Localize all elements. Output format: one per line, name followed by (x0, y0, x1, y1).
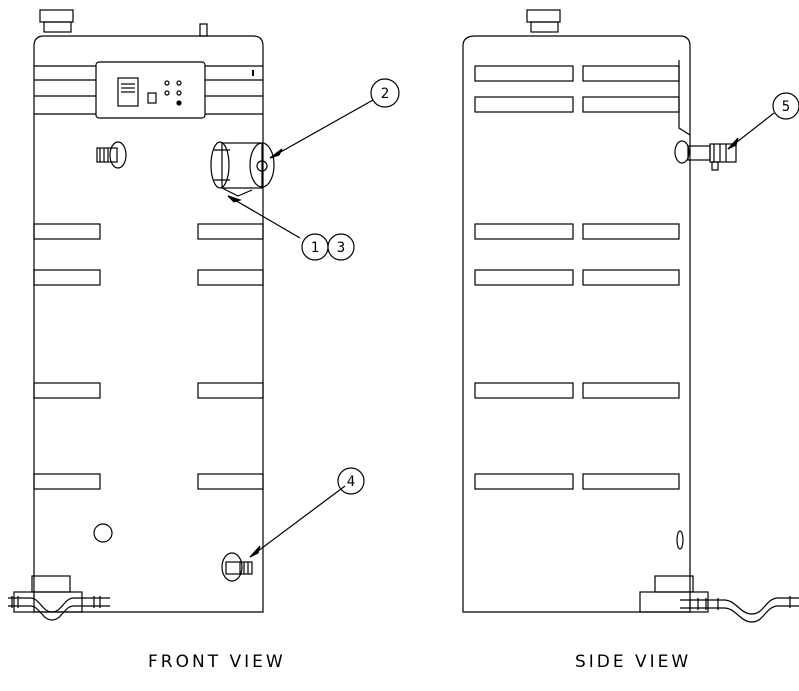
callout-leaders (227, 99, 775, 558)
drain-valve (221, 552, 253, 582)
callout-bubble-4: 4 (337, 467, 365, 495)
front-top-bands (34, 65, 263, 115)
side-top-fitting (526, 9, 561, 33)
relief-valve (674, 140, 737, 171)
callout-bubble-1: 1 (301, 233, 329, 261)
front-left-valve (96, 141, 127, 169)
front-top-fitting (39, 9, 208, 37)
front-vent-slots (33, 223, 264, 490)
callout-1-text: 1 (311, 240, 319, 256)
front-view (8, 9, 275, 621)
callout-bubble-3: 3 (327, 233, 355, 261)
control-panel (95, 61, 254, 119)
callout-bubble-5: 5 (772, 92, 799, 120)
side-vent-slots (474, 65, 680, 490)
side-base-assembly (639, 575, 799, 623)
callout-3-text: 3 (337, 240, 345, 256)
side-view (462, 9, 799, 623)
vent-cap (210, 141, 275, 197)
side-view-label: SIDE VIEW (575, 652, 692, 672)
callout-5-text: 5 (782, 99, 790, 115)
front-access-hole (93, 523, 113, 543)
front-view-label: FRONT VIEW (148, 652, 286, 672)
side-body-outline (462, 35, 691, 613)
callout-2-text: 2 (381, 86, 389, 102)
front-base-assembly (8, 575, 110, 621)
front-body-outline (33, 35, 264, 613)
side-access-slot (676, 530, 684, 550)
callout-bubble-2: 2 (370, 78, 400, 108)
callout-4-text: 4 (347, 474, 355, 490)
side-notch (678, 60, 691, 136)
